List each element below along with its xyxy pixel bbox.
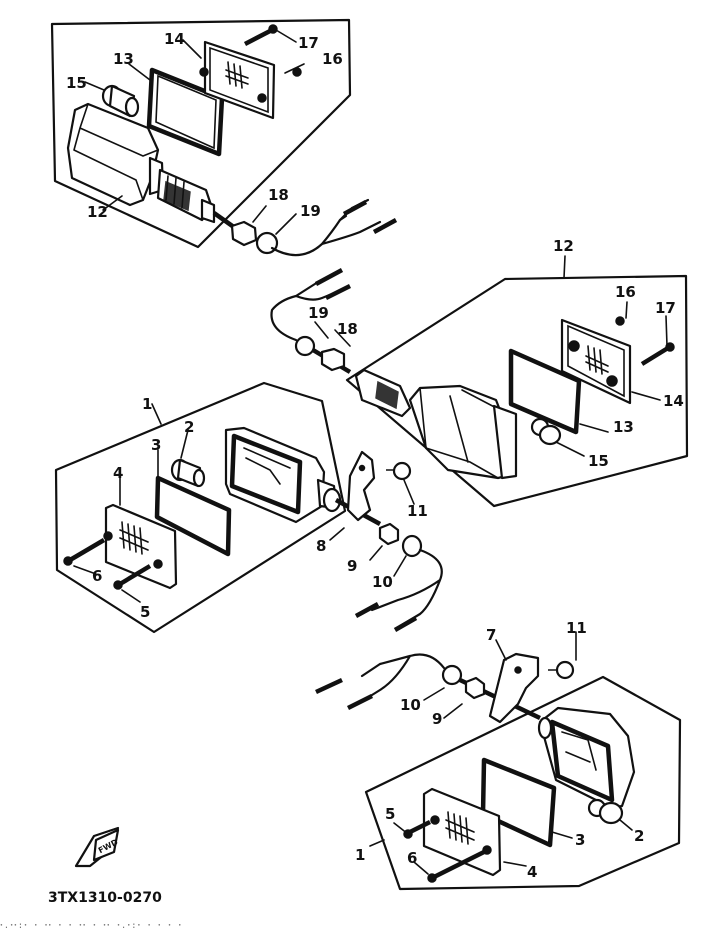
callout-2: 2 bbox=[184, 418, 194, 436]
wire-harness bbox=[270, 280, 344, 342]
lens bbox=[199, 40, 276, 120]
callout-6: 6 bbox=[407, 849, 417, 867]
callout-12: 12 bbox=[87, 203, 108, 221]
nut-cap bbox=[555, 660, 575, 680]
bulb bbox=[170, 458, 206, 488]
gasket bbox=[154, 475, 232, 557]
callout-9: 9 bbox=[347, 557, 357, 575]
screw-long bbox=[432, 849, 486, 880]
callout-lines bbox=[73, 403, 415, 603]
callout-3: 3 bbox=[575, 831, 585, 849]
callout-18: 18 bbox=[268, 186, 289, 204]
callout-15: 15 bbox=[588, 452, 609, 470]
grommet bbox=[441, 664, 463, 686]
forward-direction-arrow: FWD bbox=[74, 826, 120, 868]
callout-5: 5 bbox=[385, 805, 395, 823]
scan-artifact-text: ꞏ.ꞏꞏ:ꞏ ꞏ ꞏꞏ ꞏ ꞏ ꞏꞏ ꞏ ꞏꞏ ꞏ.ꞏ:ꞏ ꞏ ꞏ ꞏ ꞏ bbox=[0, 921, 182, 931]
callout-1: 1 bbox=[355, 846, 365, 864]
flasher-housing bbox=[537, 706, 636, 810]
assembly-boundary bbox=[54, 381, 347, 634]
callout-17: 17 bbox=[655, 299, 676, 317]
front-left-flasher-assembly: 12 13 14 15 16 17 18 19 bbox=[50, 18, 398, 257]
callout-9: 9 bbox=[432, 710, 442, 728]
bulb bbox=[587, 798, 624, 825]
nut bbox=[464, 676, 486, 700]
callout-lines bbox=[314, 255, 668, 457]
callout-14: 14 bbox=[663, 392, 684, 410]
grommet bbox=[401, 534, 423, 558]
callout-18: 18 bbox=[337, 320, 358, 338]
callout-15: 15 bbox=[66, 74, 87, 92]
wire-harness bbox=[360, 653, 446, 702]
callout-13: 13 bbox=[113, 50, 134, 68]
assembly-boundary bbox=[345, 274, 689, 508]
front-right-flasher-assembly: 12 13 14 15 16 17 18 19 bbox=[270, 237, 689, 508]
assembly-boundary bbox=[364, 675, 682, 891]
screw-long bbox=[640, 346, 670, 366]
screw-short bbox=[118, 564, 152, 586]
callout-lines bbox=[369, 631, 633, 875]
drawing-code: 3TX1310-0270 bbox=[48, 890, 162, 906]
assembly-boundary bbox=[50, 18, 352, 249]
screw-short bbox=[615, 316, 625, 326]
callout-12: 12 bbox=[553, 237, 574, 255]
nut bbox=[230, 220, 258, 247]
bracket bbox=[488, 652, 540, 724]
callout-13: 13 bbox=[613, 418, 634, 436]
callout-16: 16 bbox=[615, 283, 636, 301]
flasher-body bbox=[66, 102, 240, 232]
nut bbox=[320, 347, 346, 372]
grommet bbox=[294, 335, 316, 357]
callout-10: 10 bbox=[372, 573, 393, 591]
callout-1: 1 bbox=[142, 395, 152, 413]
callout-6: 6 bbox=[92, 567, 102, 585]
lens bbox=[103, 503, 178, 590]
callout-19: 19 bbox=[300, 202, 321, 220]
nut-cap bbox=[392, 461, 412, 481]
rear-left-flasher-assembly: 1 2 3 4 5 6 8 9 10 11 bbox=[54, 381, 443, 634]
callout-19: 19 bbox=[308, 304, 329, 322]
callout-14: 14 bbox=[164, 30, 185, 48]
callout-17: 17 bbox=[298, 34, 319, 52]
gasket bbox=[508, 348, 582, 435]
flasher-housing bbox=[224, 426, 382, 526]
wire-harness bbox=[270, 206, 382, 257]
bulb bbox=[530, 417, 562, 446]
callout-4: 4 bbox=[113, 464, 123, 482]
nut bbox=[378, 522, 400, 546]
callout-11: 11 bbox=[407, 502, 428, 520]
callout-4: 4 bbox=[527, 863, 537, 881]
gasket bbox=[480, 757, 557, 848]
bracket bbox=[346, 450, 376, 522]
callout-lines bbox=[84, 29, 305, 235]
callout-7: 7 bbox=[486, 626, 496, 644]
callout-10: 10 bbox=[400, 696, 421, 714]
wire-harness bbox=[370, 548, 443, 628]
bulb bbox=[101, 84, 140, 118]
screw-short bbox=[408, 819, 432, 835]
callout-8: 8 bbox=[316, 537, 326, 555]
callout-16: 16 bbox=[322, 50, 343, 68]
lens bbox=[560, 318, 632, 405]
callout-2: 2 bbox=[634, 827, 644, 845]
flasher-body bbox=[354, 368, 518, 480]
rear-right-flasher-assembly: 7 11 10 9 1 5 6 4 3 2 bbox=[315, 619, 682, 891]
callout-11: 11 bbox=[566, 619, 587, 637]
screw-long bbox=[68, 538, 106, 562]
callout-5: 5 bbox=[140, 603, 150, 621]
callout-3: 3 bbox=[151, 436, 161, 454]
gasket bbox=[146, 67, 225, 157]
screw-long bbox=[243, 28, 274, 46]
